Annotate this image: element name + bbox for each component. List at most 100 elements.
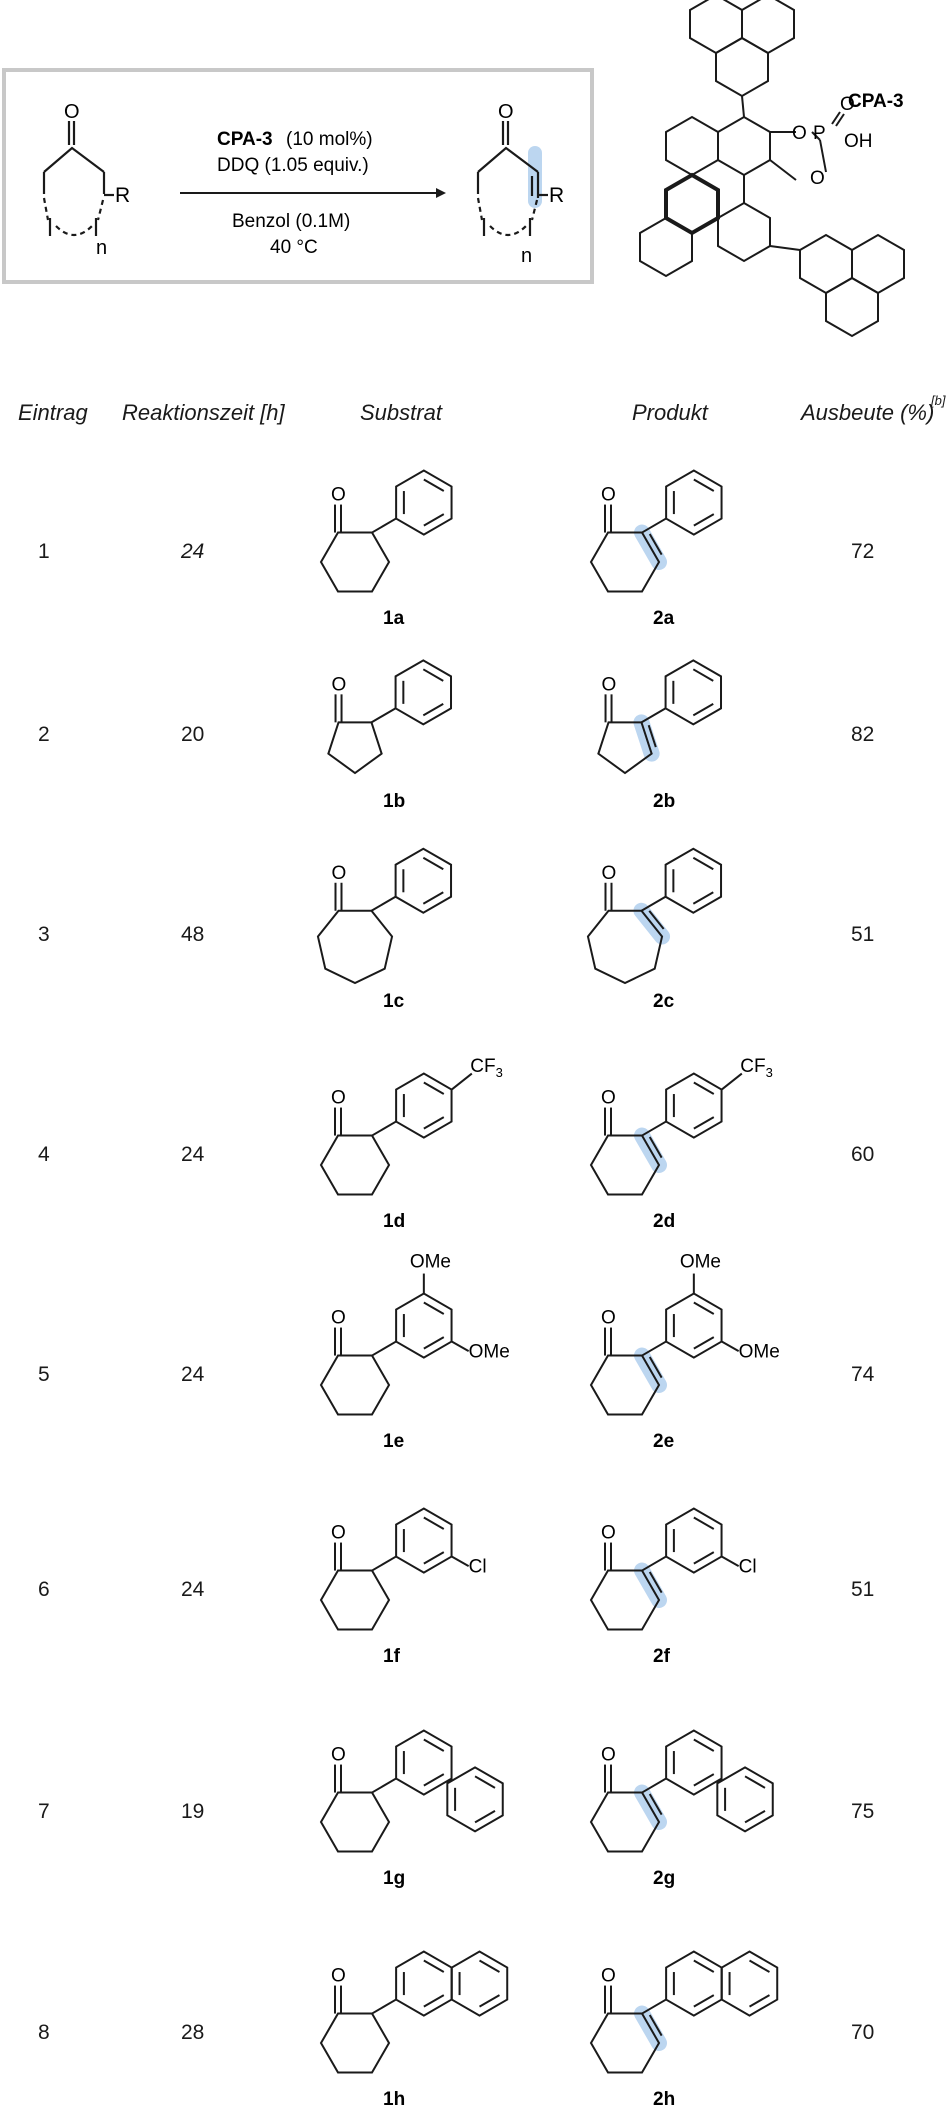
phosphate-o: O	[792, 123, 807, 144]
product-label: 2d	[653, 1211, 675, 1232]
entry-number: 3	[38, 923, 50, 946]
bond	[423, 1994, 445, 2008]
phenyl-ring	[665, 1507, 723, 1574]
bond	[641, 1340, 667, 1357]
header-yield-footnote: [b]	[931, 393, 946, 408]
bond	[423, 1081, 445, 1095]
phenyl-ring	[450, 1950, 509, 2017]
bond	[693, 1081, 715, 1095]
product-structure: O2g	[589, 1729, 774, 1889]
yield-value: 51	[851, 923, 875, 946]
bond	[371, 1777, 397, 1794]
n-label: n	[96, 237, 107, 259]
bond	[693, 478, 715, 492]
bond	[693, 1551, 715, 1565]
atom-o-label: O	[498, 101, 514, 123]
yield-value: 75	[851, 1800, 875, 1823]
temperature-label: 40 °C	[270, 237, 318, 258]
bond	[641, 517, 667, 534]
bond	[744, 1810, 766, 1824]
cycloalkanone-ring	[597, 721, 653, 775]
substrate-structure: O1a	[319, 469, 453, 629]
reaction-time: 24	[181, 1143, 205, 1166]
bond	[474, 1775, 496, 1789]
product-structure: O2c	[586, 847, 723, 1012]
entry-number: 4	[38, 1143, 50, 1166]
substrate-structure: O1h	[319, 1950, 509, 2109]
bond	[693, 1116, 715, 1130]
product-label: 2e	[653, 1431, 674, 1452]
bond	[371, 1340, 397, 1357]
catalyst-loading: (10 mol%)	[286, 129, 373, 150]
bond	[647, 724, 657, 748]
cycloalkanone-ring	[319, 531, 391, 593]
phenyl-ring	[664, 659, 723, 726]
product-label: 2f	[653, 1646, 671, 1667]
bond	[692, 668, 714, 682]
bond	[721, 1555, 740, 1568]
header-product: Produkt	[632, 400, 708, 425]
cycloalkanone-ring	[319, 1569, 391, 1631]
ome-label: OMe	[739, 1342, 780, 1363]
atom-o-label: O	[602, 863, 617, 884]
substrate-label: 1d	[383, 1211, 405, 1232]
ome-label: OMe	[680, 1252, 721, 1273]
atom-o-label: O	[601, 485, 616, 506]
atom-o-label: O	[331, 1088, 346, 1109]
bond	[370, 895, 396, 912]
bond	[648, 1793, 663, 1816]
cycloalkanone-ring	[316, 909, 394, 985]
reaction-time: 19	[181, 1800, 205, 1823]
yield-value: 70	[851, 2021, 875, 2044]
phenyl-ring	[665, 469, 723, 536]
r-label: R	[115, 184, 130, 207]
phenyl-ring	[394, 659, 453, 726]
bond	[474, 1810, 496, 1824]
cpa-3-structure	[639, 0, 905, 338]
phosphate-o: O	[810, 168, 825, 189]
bond	[371, 517, 397, 534]
product-structure: O2a	[589, 469, 723, 629]
bond	[648, 1356, 663, 1379]
bond	[423, 1336, 445, 1350]
yield-value: 82	[851, 723, 875, 746]
reaction-time: 24	[181, 540, 205, 563]
ome-label: OMe	[410, 1252, 451, 1273]
entry-number: 5	[38, 1363, 50, 1386]
cycloalkanone-ring	[319, 2012, 391, 2074]
bond	[422, 891, 444, 905]
n-label: n	[521, 245, 532, 267]
atom-o-label: O	[331, 1745, 346, 1766]
bond	[693, 1959, 715, 1973]
bond	[693, 1994, 715, 2008]
phenyl-ring	[394, 847, 453, 914]
scheme-box	[2, 68, 594, 284]
bond	[423, 478, 445, 492]
atom-o-label: O	[602, 674, 617, 695]
phenyl-ring	[395, 1507, 453, 1574]
cycloalkanone-ring	[319, 1354, 391, 1416]
cl-label: Cl	[469, 1557, 487, 1578]
reaction-time: 28	[181, 2021, 205, 2044]
bond	[479, 1994, 500, 2008]
phosphate-oh: OH	[844, 131, 873, 152]
product-label: 2h	[653, 2089, 675, 2109]
oxidant-label: DDQ (1.05 equiv.)	[217, 155, 369, 176]
phenyl-ring	[664, 847, 723, 914]
header-substrate: Substrat	[360, 400, 442, 425]
yield-value: 74	[851, 1363, 875, 1386]
substrate-label: 1f	[383, 1646, 401, 1667]
bond	[693, 1301, 715, 1315]
generic-substrate	[42, 121, 114, 237]
bond	[648, 2014, 663, 2037]
header-time: Reaktionszeit [h]	[122, 400, 285, 425]
bond	[423, 1959, 445, 1973]
catalyst-label: CPA-3	[217, 129, 273, 150]
atom-o-label: O	[332, 674, 347, 695]
bond	[423, 1738, 445, 1752]
